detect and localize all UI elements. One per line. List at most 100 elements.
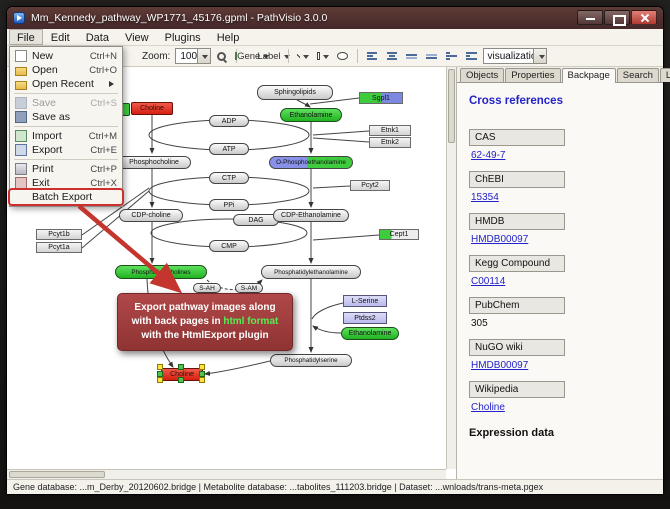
selection-handle[interactable] — [157, 370, 163, 377]
canvas-vertical-scrollbar[interactable] — [446, 67, 456, 469]
zoom-dropdown-button[interactable] — [196, 49, 210, 63]
canvas-horizontal-scrollbar[interactable] — [7, 469, 446, 479]
pathway-node-sgpl1[interactable]: Sgpl1 — [359, 92, 403, 104]
file-menu-item-batch-export[interactable]: Batch Export — [10, 190, 122, 204]
line-tool-dropdown[interactable] — [294, 47, 312, 65]
file-menu-item-open-recent[interactable]: Open Recent — [10, 77, 122, 91]
selection-handle[interactable] — [157, 364, 163, 370]
zoom-fit-button[interactable] — [213, 47, 231, 65]
pathway-node-ppi[interactable]: PPi — [209, 199, 249, 211]
pathway-node-o-phosphoethanolamine[interactable]: O-Phosphoethanolamine — [269, 156, 353, 169]
pathway-node-atp[interactable]: ATP — [209, 143, 249, 155]
pathway-node-cmp[interactable]: CMP — [209, 240, 249, 252]
xref-value-link[interactable]: HMDB00097 — [471, 234, 529, 245]
menu-plugins[interactable]: Plugins — [164, 31, 201, 44]
tab-properties[interactable]: Properties — [505, 68, 561, 82]
pathway-node-dag[interactable]: DAG — [233, 214, 279, 226]
close-button[interactable] — [631, 10, 657, 25]
print-icon — [15, 163, 27, 175]
oval-shape-tool[interactable] — [334, 47, 352, 65]
align-top-button[interactable] — [403, 47, 421, 65]
pathway-node-s-ah[interactable]: S-AH — [193, 283, 221, 293]
pathway-node-ethanolamine[interactable]: Ethanolamine — [280, 108, 342, 122]
tab-search[interactable]: Search — [616, 68, 659, 82]
xref-value-link[interactable]: HMDB00097 — [471, 360, 529, 371]
zoom-select[interactable]: 100% — [175, 48, 211, 64]
pathway-node-pcyt1a[interactable]: Pcyt1a — [36, 242, 82, 253]
menu-item-label: Export — [32, 144, 63, 156]
pathway-node-blank[interactable] — [122, 103, 130, 116]
selection-handle[interactable] — [178, 377, 184, 383]
maximize-button[interactable] — [604, 10, 630, 26]
pathway-node-cdp-ethanolamine[interactable]: CDP-Ethanolamine — [273, 209, 349, 222]
visualization-select[interactable]: visualization — [482, 48, 547, 64]
pathway-node-choline[interactable]: Choline — [131, 102, 173, 115]
datanode-icon — [235, 52, 238, 60]
scrollbar-thumb[interactable] — [9, 471, 105, 478]
menu-view[interactable]: View — [124, 31, 149, 44]
pathway-node-phosphatidylcholines[interactable]: Phosphatidylcholines — [115, 265, 207, 279]
pathway-node-pcyt2[interactable]: Pcyt2 — [350, 180, 390, 191]
pathway-node-cept1[interactable]: Cept1 — [379, 229, 419, 240]
scrollbar-thumb[interactable] — [448, 69, 455, 143]
selection-handle[interactable] — [199, 370, 205, 377]
xref-name: Wikipedia — [469, 381, 565, 398]
title-bar[interactable]: Mm_Kennedy_pathway_WP1771_45176.gpml - P… — [7, 7, 663, 29]
pathway-node-etnk1[interactable]: Etnk1 — [369, 125, 411, 136]
xref-value-link[interactable]: 15354 — [471, 192, 499, 203]
minimize-button[interactable] — [577, 10, 603, 25]
align-left-button[interactable] — [363, 47, 381, 65]
pathway-node-l-serine[interactable]: L-Serine — [343, 295, 387, 307]
file-menu-item-save-as[interactable]: Save as — [10, 110, 122, 124]
pathway-node-phosphatidylethanolamine[interactable]: Phosphatidylethanolamine — [261, 265, 361, 279]
pathway-node-s-am[interactable]: S-AM — [235, 283, 263, 293]
distribute-h-button[interactable] — [443, 47, 461, 65]
pathway-node-ptdss2[interactable]: Ptdss2 — [343, 312, 387, 324]
selection-handle[interactable] — [199, 377, 205, 383]
visualization-dropdown-button[interactable] — [533, 49, 546, 63]
pathway-node-phosphocholine[interactable]: Phosphocholine — [117, 156, 191, 169]
sidebar: ObjectsPropertiesBackpageSearchLegend Cr… — [457, 67, 670, 479]
pathway-node-cdp-choline[interactable]: CDP-choline — [119, 209, 183, 222]
selection-handle[interactable] — [157, 377, 163, 383]
xref-value-link[interactable]: Choline — [471, 402, 505, 413]
align-middle-button[interactable] — [423, 47, 441, 65]
pathway-node-etnk2[interactable]: Etnk2 — [369, 137, 411, 148]
selection-handle[interactable] — [199, 364, 205, 370]
pathway-node-pcyt1b[interactable]: Pcyt1b — [36, 229, 82, 240]
distribute-v-button[interactable] — [463, 47, 481, 65]
menu-edit[interactable]: Edit — [50, 31, 70, 44]
rect-shape-tool[interactable] — [314, 47, 332, 65]
gene-datanode-dropdown[interactable]: Gene — [235, 47, 270, 65]
align-center-button[interactable] — [383, 47, 401, 65]
tab-backpage[interactable]: Backpage — [561, 68, 616, 83]
tab-objects[interactable]: Objects — [460, 68, 505, 82]
label-tool-dropdown[interactable]: Label — [257, 47, 290, 65]
pathway-node-ethanolamine[interactable]: Ethanolamine — [341, 327, 399, 340]
menu-item-label: Save — [32, 97, 56, 109]
selection-handle[interactable] — [178, 364, 184, 370]
pathway-node-adp[interactable]: ADP — [209, 115, 249, 127]
menu-help[interactable]: Help — [216, 31, 240, 44]
pathway-node-sphingolipids[interactable]: Sphingolipids — [257, 85, 333, 100]
menu-data[interactable]: Data — [85, 31, 109, 44]
xref-name: CAS — [469, 129, 565, 146]
xref-value-link[interactable]: C00114 — [471, 276, 506, 287]
menu-item-label: Open Recent — [32, 78, 94, 90]
menu-item-label: Open — [32, 64, 58, 76]
tab-legend[interactable]: Legend — [659, 68, 670, 82]
xref-value-link[interactable]: 62-49-7 — [471, 150, 506, 161]
pathway-node-ctp[interactable]: CTP — [209, 172, 249, 184]
menu-file[interactable]: File — [9, 29, 43, 45]
pathway-node-phosphatidylserine[interactable]: Phosphatidylserine — [270, 354, 352, 367]
menu-item-label: New — [32, 50, 54, 62]
